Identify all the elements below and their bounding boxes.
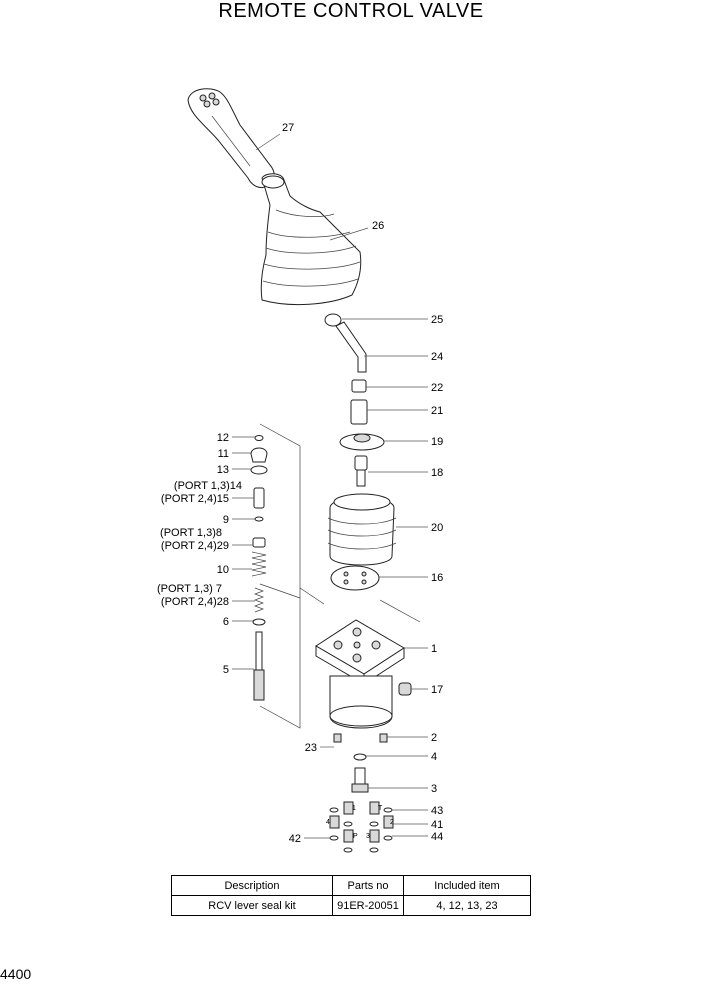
cell-description: RCV lever seal kit (171, 895, 333, 916)
port-mark-1: 1 (352, 805, 356, 812)
o-ring-part (353, 753, 367, 761)
callout-7: (PORT 1,3) 7 (157, 583, 222, 595)
callout-14: (PORT 1,3)14 (174, 480, 242, 492)
callout-10: 10 (217, 564, 229, 576)
bent-rod-part (335, 321, 367, 373)
header-included-item: Included item (403, 875, 531, 896)
callout-29: (PORT 2,4)29 (161, 540, 229, 552)
port-mark-4: 4 (326, 819, 330, 826)
left-column-parts (250, 435, 268, 701)
callout-27: 27 (282, 122, 294, 134)
callout-18: 18 (431, 467, 443, 479)
callout-1: 1 (431, 643, 437, 655)
callout-28: (PORT 2,4)28 (161, 596, 229, 608)
screw-left-part (333, 733, 342, 743)
callout-9: 9 (223, 514, 229, 526)
table-header-row: Description Parts no Included item (171, 875, 531, 896)
leader-lines (232, 133, 428, 839)
universal-joint-part (354, 455, 368, 487)
callout-6: 6 (223, 616, 229, 628)
callout-16: 16 (431, 572, 443, 584)
callout-41: 41 (431, 819, 443, 831)
callout-26: 26 (372, 220, 384, 232)
callout-23: 23 (305, 742, 317, 754)
callout-44: 44 (431, 831, 443, 843)
lever-grip-part (187, 88, 275, 189)
callout-2: 2 (431, 732, 437, 744)
port-mark-2: 2 (390, 819, 394, 826)
bottom-fitting-part (351, 767, 369, 793)
callout-12: 12 (217, 432, 229, 444)
callout-5: 5 (223, 664, 229, 676)
top-plate-part (330, 565, 380, 591)
port-mark-3: 3 (366, 833, 370, 840)
screw-right-part (379, 733, 388, 743)
bracket-lines (259, 423, 421, 729)
callout-21: 21 (431, 405, 443, 417)
callout-15: (PORT 2,4)15 (161, 493, 229, 505)
port-mark-t: T (378, 805, 383, 812)
callout-43: 43 (431, 805, 443, 817)
callout-17: 17 (431, 684, 443, 696)
rubber-boot-part (260, 173, 362, 306)
casing-body-part (315, 619, 405, 729)
port-fittings-group (329, 801, 394, 853)
coupling-part (350, 399, 368, 425)
bellows-boot-part (327, 493, 397, 566)
callout-25: 25 (431, 314, 443, 326)
hex-nut-part (351, 379, 367, 393)
callout-3: 3 (431, 783, 437, 795)
cell-parts-no: 91ER-20051 (332, 895, 404, 916)
port-mark-p: P (353, 833, 358, 840)
page-title: REMOTE CONTROL VALVE (218, 0, 484, 22)
plug-part (398, 682, 412, 696)
disc-plate-part (339, 433, 385, 451)
callout-42: 42 (289, 833, 301, 845)
table-row: RCV lever seal kit 91ER-20051 4, 12, 13,… (171, 895, 531, 916)
seal-kit-table: Description Parts no Included item RCV l… (171, 875, 531, 916)
callout-20: 20 (431, 522, 443, 534)
callout-24: 24 (431, 351, 443, 363)
lever-nut-part (324, 313, 342, 327)
cell-included-item: 4, 12, 13, 23 (403, 895, 531, 916)
header-description: Description (171, 875, 333, 896)
header-parts-no: Parts no (332, 875, 404, 896)
callout-4: 4 (431, 751, 437, 763)
callout-11: 11 (218, 448, 229, 460)
callout-22: 22 (431, 382, 443, 394)
callout-13: 13 (217, 464, 229, 476)
page-number: 4400 (0, 966, 32, 982)
callout-8: (PORT 1,3)8 (160, 527, 222, 539)
callout-19: 19 (431, 436, 443, 448)
